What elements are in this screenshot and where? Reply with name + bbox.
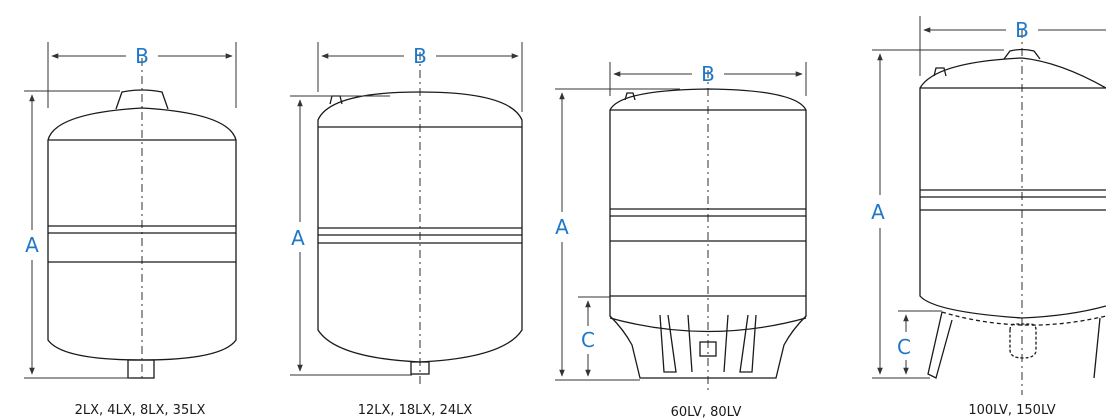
tank-4-dimension-b-label: B	[1015, 18, 1029, 42]
tank-4-dimension-c-label: C	[897, 335, 911, 359]
tank-2-top-fitting	[329, 95, 343, 105]
tank-3-top-fitting	[624, 92, 636, 101]
tank-2-caption: 12LX, 18LX, 24LX	[358, 403, 473, 418]
tank-1-bottom-fitting	[127, 359, 155, 379]
tank-3-dimension-a-label: A	[555, 215, 569, 239]
tank-3-dimension-b-label: B	[701, 62, 715, 86]
tank-3	[609, 70, 807, 392]
tank-3-body	[609, 88, 807, 296]
tank-4-dimension-a-label: A	[871, 200, 885, 224]
tank-1	[20, 58, 237, 380]
tank-3-dimension-c-label: C	[581, 328, 595, 352]
tank-3-base-inner-curve	[609, 317, 807, 333]
tank-2-dimension-b-label: B	[413, 44, 427, 68]
tank-2-dimension-lines	[290, 42, 523, 376]
tank-3-leg-4	[739, 314, 757, 373]
tank-2	[317, 52, 523, 385]
tank-3-leg-1	[659, 314, 677, 373]
tank-3-leg-3	[723, 314, 729, 373]
tank-1-dimension-b-label: B	[135, 44, 149, 68]
tank-1-caption: 2LX, 4LX, 8LX, 35LX	[75, 403, 206, 418]
tank-4-body	[919, 57, 1106, 319]
tank-4-dimension-lines	[872, 16, 1106, 379]
tank-4-bottom-fitting	[1009, 323, 1037, 359]
tank-1-dimension-lines	[24, 42, 237, 379]
tank-3-leg-2	[687, 314, 693, 373]
tank-4-side-fitting	[933, 67, 947, 77]
tank-1-dimension-a-label: A	[25, 233, 39, 257]
tank-2-dimension-a-label: A	[291, 226, 305, 250]
tank-4-caption: 100LV, 150LV	[968, 403, 1055, 418]
tank-3-caption: 60LV, 80LV	[671, 405, 742, 419]
tank-4-base-right-edge	[1093, 317, 1101, 379]
tank-4	[919, 30, 1106, 395]
tank-3-dimension-lines	[555, 62, 807, 381]
tank-4-base-stand	[927, 311, 953, 379]
